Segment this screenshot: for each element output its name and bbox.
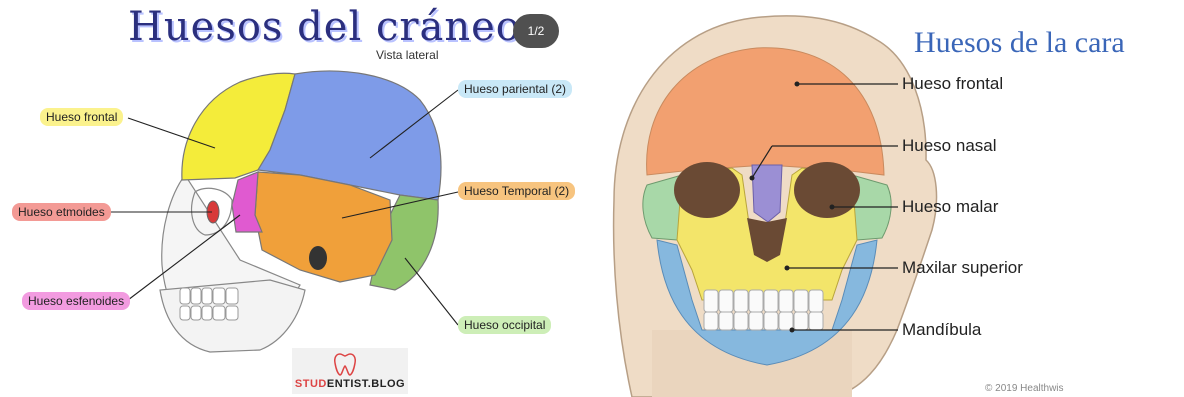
label-frontal: Hueso frontal (40, 108, 123, 126)
left-panel: Huesos del cráneo Vista lateral Hueso fr… (0, 0, 592, 397)
face-label-maxilar: Maxilar superior (902, 258, 1023, 278)
label-occipital: Hueso occipital (458, 316, 551, 334)
nasal-bone (752, 165, 782, 222)
page-title: Huesos del cráneo (128, 4, 521, 50)
label-sphenoid: Hueso esfenoides (22, 292, 130, 310)
copyright-text: © 2019 Healthwis (985, 383, 1064, 394)
watermark-prefix: STUD (295, 378, 327, 390)
face-label-frontal: Hueso frontal (902, 74, 1003, 94)
orbit-left (674, 162, 740, 218)
face-label-mandibula: Mandíbula (902, 320, 981, 340)
face-title: Huesos de la cara (914, 26, 1125, 60)
tooth-icon (292, 348, 408, 378)
label-ethmoid: Hueso etmoides (12, 203, 111, 221)
watermark-suffix: ENTIST.BLOG (327, 378, 405, 390)
view-subtitle: Vista lateral (376, 48, 438, 62)
label-parietal: Hueso pariental (2) (458, 80, 572, 98)
face-label-malar: Hueso malar (902, 197, 998, 217)
watermark-text: STUDENTIST.BLOG (292, 378, 408, 390)
orbit-right (794, 162, 860, 218)
watermark-logo: STUDENTIST.BLOG (292, 348, 408, 394)
teeth-group (180, 288, 238, 320)
page-indicator-badge[interactable]: 1/2 (513, 14, 559, 48)
face-label-nasal: Hueso nasal (902, 136, 997, 156)
label-temporal: Hueso Temporal (2) (458, 182, 575, 200)
ear-canal (309, 246, 327, 270)
